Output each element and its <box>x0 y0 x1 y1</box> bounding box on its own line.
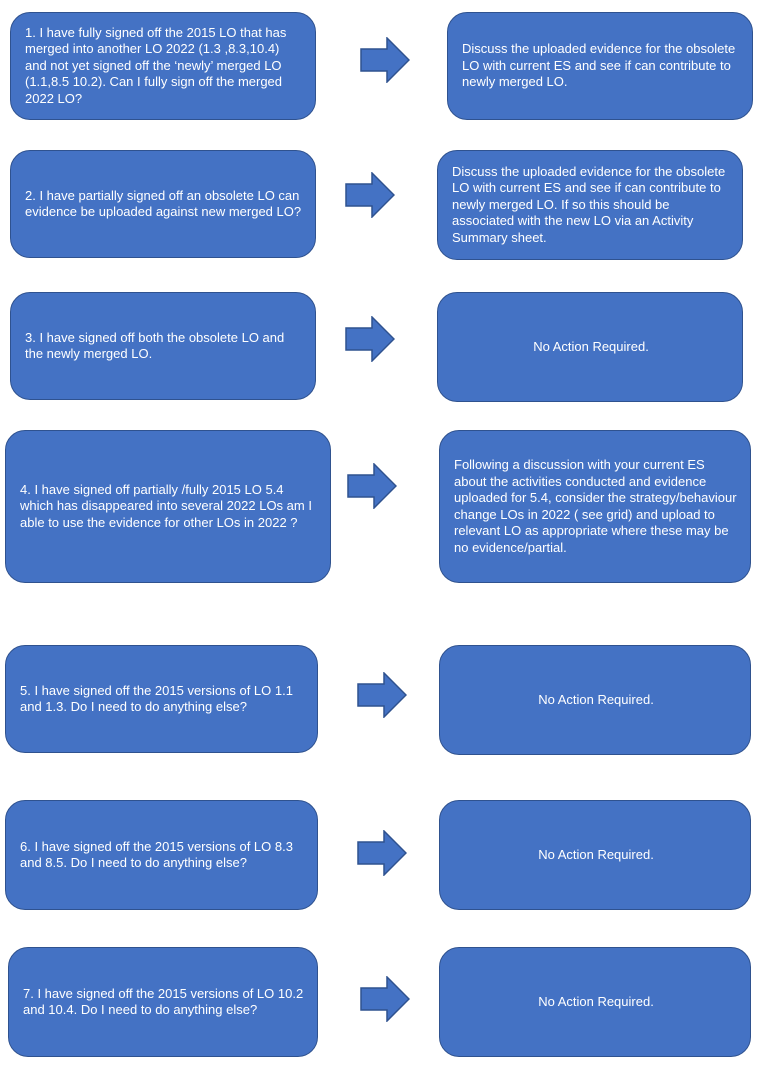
question-text-3: 3. I have signed off both the obsolete L… <box>25 329 285 362</box>
question-text-2: 2. I have partially signed off an obsole… <box>25 187 302 220</box>
question-box-7: 7. I have signed off the 2015 versions o… <box>8 947 318 1057</box>
question-text-4: 4. I have signed off partially /fully 20… <box>20 481 312 530</box>
right-arrow-icon <box>357 830 407 876</box>
question-box-6: 6. I have signed off the 2015 versions o… <box>5 800 318 910</box>
question-box-4: 4. I have signed off partially /fully 20… <box>5 430 331 583</box>
answer-text-1: Discuss the uploaded evidence for the ob… <box>462 41 736 90</box>
question-box-3: 3. I have signed off both the obsolete L… <box>10 292 316 400</box>
answer-box-2: Discuss the uploaded evidence for the ob… <box>437 150 743 260</box>
answer-text-4: Following a discussion with your current… <box>454 457 737 555</box>
answer-text-3: No Action Required. <box>533 338 649 354</box>
question-text-6: 6. I have signed off the 2015 versions o… <box>20 838 293 871</box>
question-text-1: 1. I have fully signed off the 2015 LO t… <box>25 24 287 106</box>
question-box-1: 1. I have fully signed off the 2015 LO t… <box>10 12 316 120</box>
answer-text-6: No Action Required. <box>538 846 654 862</box>
right-arrow-icon <box>360 976 410 1022</box>
answer-box-7: No Action Required. <box>439 947 751 1057</box>
right-arrow-icon <box>345 172 395 218</box>
answer-box-1: Discuss the uploaded evidence for the ob… <box>447 12 753 120</box>
answer-text-7: No Action Required. <box>538 993 654 1009</box>
answer-text-2: Discuss the uploaded evidence for the ob… <box>452 163 726 245</box>
right-arrow-icon <box>347 463 397 509</box>
answer-text-5: No Action Required. <box>538 691 654 707</box>
question-text-7: 7. I have signed off the 2015 versions o… <box>23 985 304 1018</box>
answer-box-4: Following a discussion with your current… <box>439 430 751 583</box>
question-box-5: 5. I have signed off the 2015 versions o… <box>5 645 318 753</box>
right-arrow-icon <box>357 672 407 718</box>
right-arrow-icon <box>360 37 410 83</box>
answer-box-5: No Action Required. <box>439 645 751 755</box>
answer-box-3: No Action Required. <box>437 292 743 402</box>
right-arrow-icon <box>345 316 395 362</box>
question-text-5: 5. I have signed off the 2015 versions o… <box>20 682 293 715</box>
answer-box-6: No Action Required. <box>439 800 751 910</box>
question-box-2: 2. I have partially signed off an obsole… <box>10 150 316 258</box>
